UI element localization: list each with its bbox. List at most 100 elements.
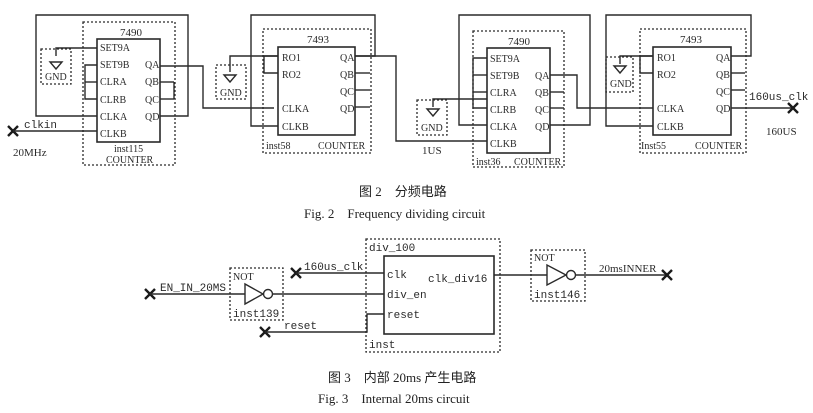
- instance-frame: [639, 28, 747, 154]
- gate-type-label: NOT: [233, 272, 254, 283]
- figure-3: EN_IN_20MS NOT inst139 160us_clk reset: [144, 238, 673, 406]
- pin-label: div_en: [387, 290, 427, 302]
- figure-2: clkin 20MHz 7490 SET9A SET9B CLRA CLRB C…: [7, 14, 809, 221]
- divider-block: [383, 255, 495, 335]
- pin-label: RO1: [282, 53, 301, 64]
- not-gate-icon: [244, 282, 265, 306]
- instance-frame: [530, 249, 586, 302]
- output-20ms-inner[interactable]: 20msINNER: [576, 263, 673, 281]
- pin-label: QC: [145, 95, 159, 106]
- output-160us-clk[interactable]: 160us_clk 160US: [731, 92, 809, 138]
- figure-3-caption-cn: 图 3 内部 20ms 产生电路: [328, 370, 476, 385]
- pin-label: QA: [535, 71, 550, 82]
- net-1us-label: 1US: [422, 145, 442, 157]
- pin-label: reset: [387, 310, 420, 322]
- pin-label: QA: [145, 60, 160, 71]
- reset-label: reset: [284, 321, 317, 333]
- clk-input-label: 160us_clk: [304, 262, 364, 274]
- ground-icon: [612, 65, 628, 75]
- ground-icon: [425, 108, 441, 118]
- pin-label: CLKA: [282, 104, 310, 115]
- divider-div-100[interactable]: div_100 clk div_en reset clk_div16 inst: [365, 238, 501, 353]
- type-label: COUNTER: [695, 141, 743, 152]
- counter-inst36[interactable]: 7490 SET9A SET9B CLRA CLRB CLKA CLKB QA …: [472, 30, 565, 168]
- pin-label: QD: [535, 122, 549, 133]
- pin-label: QA: [340, 53, 355, 64]
- part-label: 7490: [508, 36, 531, 48]
- instance-frame: [262, 28, 372, 154]
- clkin-label: clkin: [24, 120, 57, 132]
- pin-label: CLKB: [490, 139, 517, 150]
- pin-label: QB: [716, 70, 730, 81]
- counter-inst55[interactable]: 7493 RO1 RO2 CLKA CLKB QA QB QC QD Inst5…: [639, 28, 747, 154]
- pin-label: QC: [535, 105, 549, 116]
- counter-inst115[interactable]: 7490 SET9A SET9B CLRA CLRB CLKA CLKB QA …: [82, 21, 176, 166]
- gate-type-label: NOT: [534, 253, 555, 264]
- pin-label: QC: [716, 87, 730, 98]
- counter-block: [277, 46, 356, 136]
- pin-label: clk_div16: [428, 274, 487, 286]
- instance-label: inst58: [266, 141, 290, 152]
- svg-text:GND: GND: [220, 88, 242, 99]
- output-label: 20msINNER: [599, 263, 657, 275]
- figure-2-caption-cn: 图 2 分频电路: [359, 184, 447, 199]
- counter-block: [486, 47, 551, 154]
- pin-label: QD: [340, 104, 354, 115]
- terminal-x-icon: [661, 269, 673, 281]
- pin-label: QA: [716, 53, 731, 64]
- pin-label: RO1: [657, 53, 676, 64]
- type-label: COUNTER: [106, 155, 154, 166]
- instance-label: inst139: [233, 309, 279, 321]
- part-label: 7490: [120, 27, 143, 39]
- not-gate-inst146[interactable]: NOT inst146: [530, 249, 586, 302]
- pin-label: CLKA: [490, 122, 518, 133]
- gnd-symbol: GND: [605, 55, 653, 93]
- divider-title: div_100: [369, 243, 415, 255]
- clkin-freq-label: 20MHz: [13, 147, 47, 159]
- pin-label: QC: [340, 87, 354, 98]
- gnd-symbol: GND: [416, 98, 487, 136]
- pin-label: SET9A: [490, 54, 521, 65]
- instance-label: inst: [369, 340, 395, 352]
- pin-label: QB: [145, 77, 159, 88]
- terminal-x-icon: [787, 102, 799, 114]
- not-gate-icon: [546, 263, 568, 287]
- instance-label: inst146: [534, 290, 580, 302]
- pin-label: QB: [340, 70, 354, 81]
- ground-icon: [222, 74, 238, 84]
- ground-icon: [48, 61, 64, 71]
- pin-label: SET9B: [100, 60, 130, 71]
- pin-label: RO2: [657, 70, 676, 81]
- counter-inst58[interactable]: 7493 RO1 RO2 CLKA CLKB QA QB QC QD inst5…: [262, 28, 372, 154]
- pin-label: CLKB: [100, 129, 127, 140]
- pin-label: SET9A: [100, 43, 131, 54]
- pin-label: QB: [535, 88, 549, 99]
- input-160us-clk[interactable]: 160us_clk: [290, 262, 384, 279]
- pin-label: CLKA: [100, 112, 128, 123]
- en-label: EN_IN_20MS: [160, 283, 226, 295]
- figure-2-caption-en: Fig. 2 Frequency dividing circuit: [304, 206, 486, 221]
- counter-block: [652, 46, 732, 136]
- pin-label: CLRA: [490, 88, 517, 99]
- pin-label: clk: [387, 270, 407, 282]
- pin-label: CLKB: [282, 122, 309, 133]
- output-label: 160us_clk: [749, 92, 809, 104]
- instance-label: inst36: [476, 157, 500, 168]
- pin-label: QD: [145, 112, 159, 123]
- input-reset[interactable]: reset: [259, 313, 384, 338]
- input-en-in-20ms[interactable]: EN_IN_20MS: [144, 283, 245, 300]
- not-gate-inst139[interactable]: NOT inst139: [229, 267, 284, 321]
- input-clkin[interactable]: clkin 20MHz: [7, 120, 97, 159]
- type-label: COUNTER: [514, 157, 562, 168]
- counter-block: [96, 38, 161, 143]
- instance-frame: [365, 238, 501, 353]
- type-label: COUNTER: [318, 141, 366, 152]
- svg-text:GND: GND: [610, 79, 632, 90]
- pin-label: CLKB: [657, 122, 684, 133]
- svg-text:GND: GND: [45, 72, 67, 83]
- pin-label: CLKA: [657, 104, 685, 115]
- gnd-symbol: GND: [40, 47, 97, 85]
- pin-label: CLRB: [100, 95, 126, 106]
- gnd-symbol: GND: [215, 55, 278, 100]
